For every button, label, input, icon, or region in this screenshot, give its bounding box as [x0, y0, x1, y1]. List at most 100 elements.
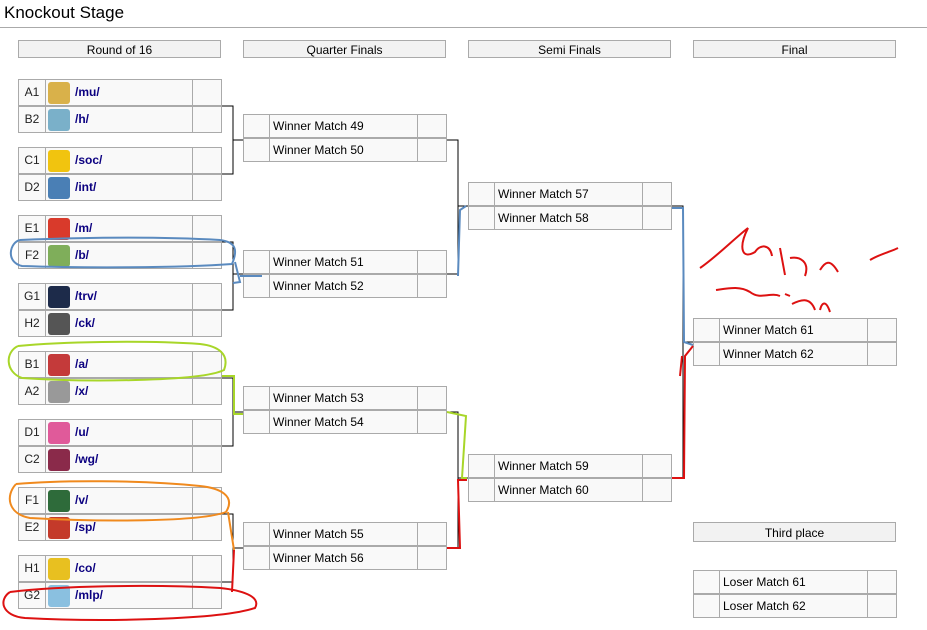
- seed-cell: [244, 139, 270, 161]
- seed-cell: [469, 479, 495, 501]
- team-link[interactable]: /soc/: [75, 153, 103, 167]
- r16-row[interactable]: D1/u/: [18, 419, 222, 446]
- r16-row[interactable]: F2/b/: [18, 242, 222, 269]
- board-crest-icon: [48, 150, 70, 172]
- match-label: Loser Match 61: [723, 575, 806, 589]
- team-link[interactable]: /co/: [75, 561, 96, 575]
- r16-row[interactable]: D2/int/: [18, 174, 222, 201]
- match-label: Winner Match 59: [498, 459, 589, 473]
- r16-row[interactable]: G1/trv/: [18, 283, 222, 310]
- board-crest-icon: [48, 218, 70, 240]
- match-label: Winner Match 62: [723, 347, 814, 361]
- score-cell: [417, 547, 446, 569]
- match-row: Winner Match 55: [243, 522, 447, 546]
- score-cell: [192, 556, 221, 581]
- team-link[interactable]: /v/: [75, 493, 89, 507]
- r16-row[interactable]: H2/ck/: [18, 310, 222, 337]
- team-link[interactable]: /trv/: [75, 289, 98, 303]
- board-crest-icon: [48, 381, 70, 403]
- r16-row[interactable]: A2/x/: [18, 378, 222, 405]
- team-link[interactable]: /a/: [75, 357, 89, 371]
- r16-row[interactable]: B2/h/: [18, 106, 222, 133]
- match-row: Winner Match 49: [243, 114, 447, 138]
- board-crest-icon: [48, 585, 70, 607]
- score-cell: [192, 311, 221, 336]
- r16-row[interactable]: H1/co/: [18, 555, 222, 582]
- team-link[interactable]: /x/: [75, 384, 89, 398]
- round-header-round-of-16: Round of 16: [18, 40, 221, 58]
- highlight-blue: [9, 205, 694, 346]
- seed-cell: [469, 455, 495, 477]
- match-row: Loser Match 62: [693, 594, 897, 618]
- match-row: Winner Match 53: [243, 386, 447, 410]
- r16-row[interactable]: C2/wg/: [18, 446, 222, 473]
- team-link[interactable]: /int/: [75, 180, 97, 194]
- seed-cell: [694, 571, 720, 593]
- seed-cell: [694, 343, 720, 365]
- score-cell: [417, 275, 446, 297]
- board-crest-icon: [48, 490, 70, 512]
- seed-cell: [694, 595, 720, 617]
- r16-row[interactable]: F1/v/: [18, 487, 222, 514]
- match-row: Winner Match 58: [468, 206, 672, 230]
- seed-label: C2: [19, 447, 46, 472]
- r16-row[interactable]: A1/mu/: [18, 79, 222, 106]
- seed-label: D2: [19, 175, 46, 200]
- board-crest-icon: [48, 449, 70, 471]
- score-cell: [192, 284, 221, 309]
- round-header-third-place: Third place: [693, 522, 896, 542]
- score-cell: [867, 343, 896, 365]
- round-header-final: Final: [693, 40, 896, 58]
- seed-cell: [469, 183, 495, 205]
- score-cell: [642, 455, 671, 477]
- board-crest-icon: [48, 109, 70, 131]
- match-label: Winner Match 51: [273, 255, 364, 269]
- team-link[interactable]: /h/: [75, 112, 89, 126]
- team-link[interactable]: /mlp/: [75, 588, 104, 602]
- seed-label: F2: [19, 243, 46, 268]
- score-cell: [192, 175, 221, 200]
- match-row: Winner Match 56: [243, 546, 447, 570]
- match-row: Winner Match 54: [243, 410, 447, 434]
- score-cell: [192, 488, 221, 513]
- match-label: Winner Match 49: [273, 119, 364, 133]
- match-row: Winner Match 57: [468, 182, 672, 206]
- seed-cell: [244, 547, 270, 569]
- match-row: Winner Match 51: [243, 250, 447, 274]
- score-cell: [642, 479, 671, 501]
- team-link[interactable]: /b/: [75, 248, 89, 262]
- seed-label: F1: [19, 488, 46, 513]
- seed-cell: [244, 387, 270, 409]
- seed-cell: [244, 275, 270, 297]
- team-link[interactable]: /wg/: [75, 452, 99, 466]
- annotation-mlp-wins: [699, 227, 899, 313]
- team-link[interactable]: /mu/: [75, 85, 100, 99]
- team-link[interactable]: /u/: [75, 425, 89, 439]
- team-link[interactable]: /ck/: [75, 316, 96, 330]
- seed-label: H1: [19, 556, 46, 581]
- r16-row[interactable]: B1/a/: [18, 351, 222, 378]
- score-cell: [192, 420, 221, 445]
- seed-label: G1: [19, 284, 46, 309]
- r16-row[interactable]: C1/soc/: [18, 147, 222, 174]
- score-cell: [192, 80, 221, 105]
- team-link[interactable]: /sp/: [75, 520, 96, 534]
- board-crest-icon: [48, 286, 70, 308]
- match-row: Winner Match 61: [693, 318, 897, 342]
- seed-label: B2: [19, 107, 46, 132]
- match-label: Winner Match 60: [498, 483, 589, 497]
- score-cell: [192, 515, 221, 540]
- match-label: Loser Match 62: [723, 599, 806, 613]
- match-label: Winner Match 56: [273, 551, 364, 565]
- seed-label: D1: [19, 420, 46, 445]
- seed-cell: [244, 115, 270, 137]
- page-title: Knockout Stage: [4, 3, 125, 22]
- score-cell: [192, 379, 221, 404]
- team-link[interactable]: /m/: [75, 221, 93, 235]
- highlight-green: [7, 340, 468, 479]
- seed-label: A1: [19, 80, 46, 105]
- score-cell: [192, 447, 221, 472]
- match-label: Winner Match 57: [498, 187, 589, 201]
- score-cell: [192, 216, 221, 241]
